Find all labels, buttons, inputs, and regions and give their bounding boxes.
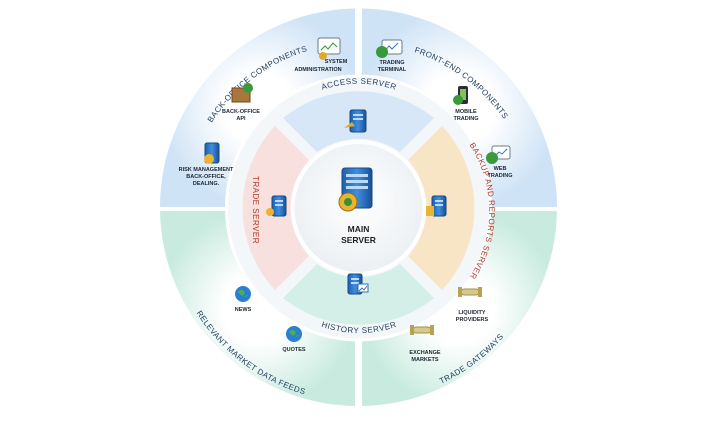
back-office-api-label-1: BACK-OFFICE [222, 109, 260, 115]
main-server-label-line1: MAIN [348, 224, 370, 234]
news-globe-icon [235, 286, 251, 302]
mobile-trading-label-1: MOBILE [455, 109, 477, 115]
trade-server-icon [266, 195, 287, 217]
risk-label-2: BACK-OFFICE, [186, 174, 226, 180]
exchange-label-2: MARKETS [411, 357, 439, 363]
web-trading-label-2: TRADING [487, 173, 512, 179]
system-admin-label-2: ADMINISTRATION [294, 67, 341, 73]
trading-terminal-icon [376, 39, 403, 58]
mobile-trading-label-2: TRADING [453, 116, 478, 122]
backup-server-icon [426, 195, 447, 217]
back-office-api-label-2: API [236, 116, 246, 122]
trading-terminal-label-1: TRADING [379, 60, 404, 66]
mobile-trading-icon [453, 86, 468, 105]
liquidity-label-2: PROVIDERS [456, 317, 489, 323]
main-server-icon [338, 167, 373, 212]
access-server-icon [344, 109, 367, 133]
risk-management-icon [204, 142, 220, 164]
main-server-label-line2: SERVER [341, 235, 376, 245]
web-trading-icon [486, 145, 511, 164]
liquidity-providers-icon [458, 287, 482, 297]
back-office-api-icon [231, 83, 253, 103]
liquidity-label-1: LIQUIDITY [458, 310, 486, 316]
exchange-label-1: EXCHANGE [409, 350, 441, 356]
trade-server-label: TRADE SERVER [251, 176, 260, 244]
news-label: NEWS [235, 307, 252, 313]
exchange-markets-icon [410, 325, 434, 335]
risk-label-3: DEALING. [193, 181, 220, 187]
web-trading-label-1: WEB [494, 166, 507, 172]
risk-label-1: RISK MANAGEMENT [179, 167, 234, 173]
quotes-globe-icon [286, 326, 302, 342]
system-admin-label-1: SYSTEM [325, 59, 348, 65]
trading-terminal-label-2: TERMINAL [378, 67, 407, 73]
history-server-icon [347, 273, 369, 295]
system-administration-icon [317, 37, 341, 60]
quotes-label: QUOTES [282, 347, 306, 353]
